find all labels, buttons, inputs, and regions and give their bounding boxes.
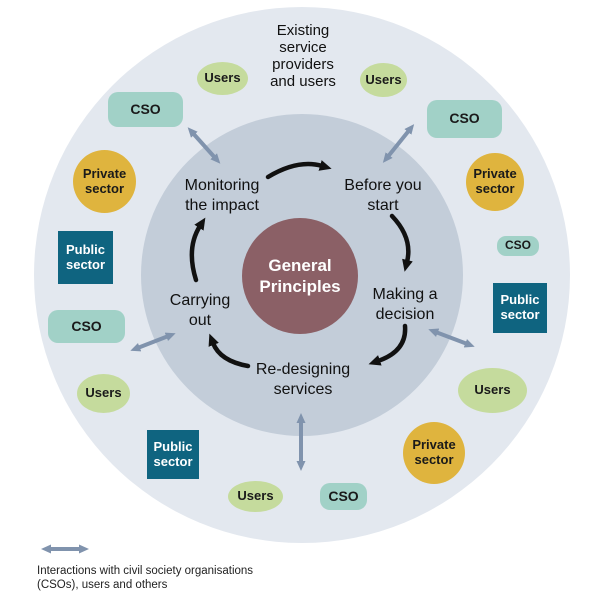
badge-private-sector-left: Private sector [73, 150, 136, 213]
stage-re-designing-services: Re-designing services [255, 361, 351, 398]
badge-cso-left: CSO [48, 310, 125, 343]
badge-cso-bottom: CSO [320, 483, 367, 510]
badge-users-right: Users [458, 368, 527, 413]
stage-before-you-start: Before you start [344, 177, 422, 214]
badge-public-sector-right: Public sector [493, 283, 547, 333]
legend-caption: Interactions with civil society organisa… [37, 565, 254, 591]
stage-monitoring-the-impact: Monitoring the impact [184, 177, 260, 214]
badge-users-top-right: Users [360, 63, 407, 97]
header-existing-providers: Existing service providers and users [270, 22, 336, 90]
stage-carrying-out: Carrying out [169, 292, 231, 329]
badge-users-bottom: Users [228, 481, 283, 512]
badge-public-sector-left: Public sector [58, 231, 113, 284]
header-line: and users [270, 73, 336, 90]
badge-cso-top-right: CSO [427, 100, 502, 138]
badge-users-top-left: Users [197, 62, 248, 95]
center-label-line1: General [268, 256, 332, 275]
header-line: providers [272, 56, 334, 73]
center-label-line2: Principles [259, 277, 341, 296]
badge-cso-top-left: CSO [108, 92, 183, 127]
badge-users-left: Users [77, 374, 130, 413]
header-line: Existing [276, 22, 330, 39]
badge-private-sector-bottom: Private sector [403, 422, 465, 484]
stage-making-a-decision: Making a decision [372, 286, 438, 323]
badge-cso-right-small: CSO [497, 236, 539, 256]
center-circle: General Principles [242, 218, 358, 334]
header-line: service [279, 39, 327, 56]
badge-public-sector-bottom: Public sector [147, 430, 199, 479]
badge-private-sector-right: Private sector [466, 153, 524, 211]
